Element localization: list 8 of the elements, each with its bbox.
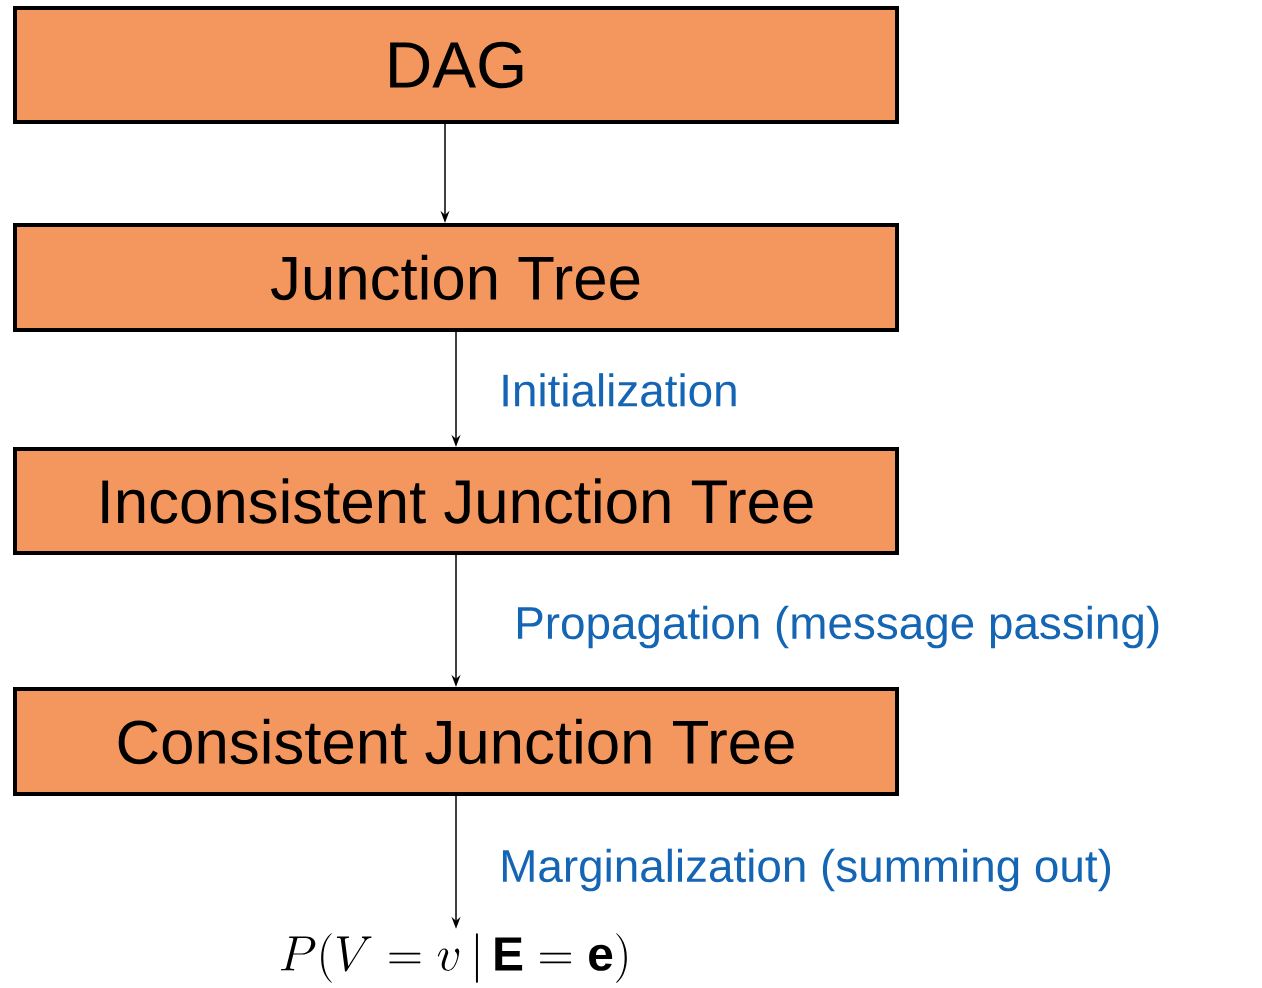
process-box: Consistent Junction Tree <box>13 687 899 796</box>
edge-label: Propagation (message passing) <box>517 605 1159 649</box>
process-box: Junction Tree <box>13 223 899 332</box>
edge-label: Marginalization (summing out) <box>502 848 1111 892</box>
process-box: DAG <box>13 6 899 124</box>
process-box: Inconsistent Junction Tree <box>13 447 899 555</box>
formula: $P(V=v\,|\,\mathbf{E}=\mathbf{e})$ <box>281 933 627 983</box>
edge-label: Initialization <box>503 373 736 407</box>
